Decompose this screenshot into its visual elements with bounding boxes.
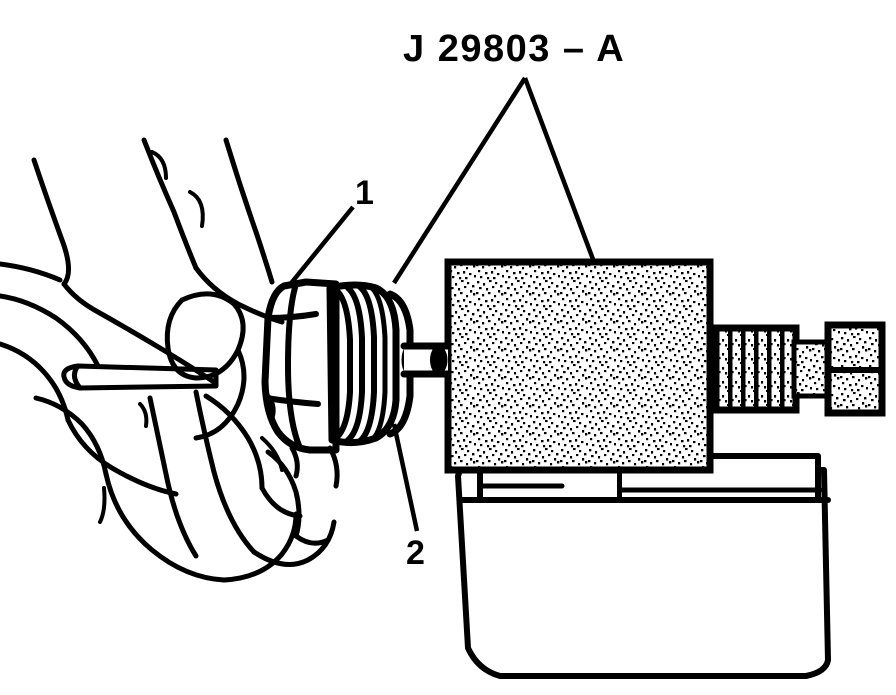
leader-tool-number-left	[392, 76, 527, 285]
tool-number-label: J 29803 – A	[403, 28, 626, 70]
housing-block	[455, 453, 831, 679]
leader-callout-2	[391, 423, 420, 532]
hand-holding-plug	[0, 137, 340, 583]
threaded-plug	[261, 278, 448, 454]
leader-tool-number-right	[522, 77, 597, 263]
leader-lines	[286, 76, 597, 532]
hex-drive-head	[824, 321, 886, 417]
threaded-shaft	[712, 324, 837, 414]
leader-callout-1	[286, 205, 355, 289]
tool-body-block	[444, 258, 714, 474]
callout-2-label: 2	[406, 534, 425, 572]
callout-1-label: 1	[355, 174, 374, 212]
